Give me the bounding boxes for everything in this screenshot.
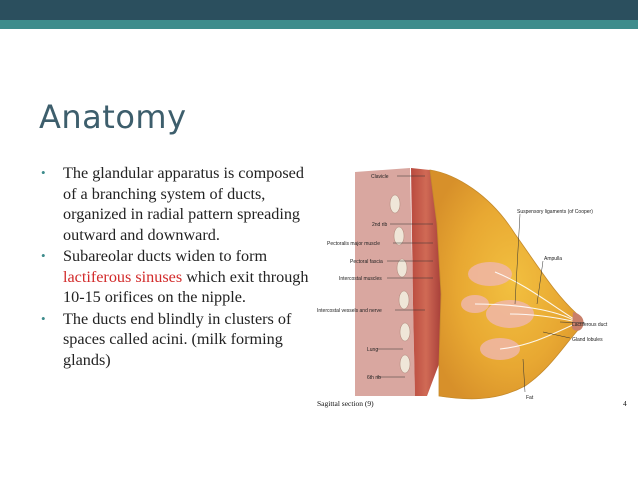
ribs: [389, 194, 411, 374]
bullet-icon: •: [41, 248, 46, 263]
breast-anatomy-figure: Clavicle 2nd rib Pectoralis major muscle…: [317, 168, 627, 408]
nipple: [572, 312, 584, 331]
breast-tissue: [429, 169, 580, 400]
chest-wall: [355, 168, 415, 396]
label-gland-lobules: Gland lobules: [572, 337, 603, 343]
label-intercostal-muscles: Intercostal muscles: [339, 276, 382, 282]
label-ampulla: Ampulla: [544, 256, 562, 262]
bullet-text: which exit through 10-15 orifices on the…: [63, 267, 309, 307]
figure-caption: Sagittal section (9): [317, 399, 374, 408]
bullet-text: The glandular apparatus is composed of a…: [63, 164, 304, 244]
label-lung: Lung: [367, 347, 378, 353]
figure-corner-mark: 4: [623, 399, 627, 408]
lactiferous-ducts: [474, 271, 578, 350]
bullet-list: • The glandular apparatus is composed of …: [39, 163, 319, 371]
highlighted-term: lactiferous sinuses: [63, 267, 183, 286]
bullet-item: • The ducts end blindly in clusters of sp…: [39, 309, 319, 371]
bullet-icon: •: [41, 310, 46, 326]
label-pectoral-fascia: Pectoral fascia: [350, 259, 383, 265]
label-cooper: Suspensory ligaments (of Cooper): [517, 209, 593, 215]
label-2nd-rib: 2nd rib: [372, 222, 388, 228]
label-pectoralis: Pectoralis major muscle: [327, 241, 380, 247]
label-lactiferous-duct: Lactiferous duct: [572, 322, 608, 328]
label-clavicle: Clavicle: [371, 174, 389, 180]
pectoral-muscle: [411, 168, 441, 396]
bullet-item: • The glandular apparatus is composed of …: [39, 163, 319, 245]
bullet-text: The ducts end blindly in clusters of spa…: [63, 309, 292, 369]
label-intercostal-vessels: Intercostal vessels and nerve: [317, 308, 382, 314]
label-fat: Fat: [526, 395, 534, 401]
slide-title: Anatomy: [39, 98, 187, 136]
header-bar-dark: [0, 0, 638, 20]
label-6th-rib: 6th rib: [367, 375, 381, 381]
bullet-item: • Subareolar ducts widen to form lactifer…: [39, 246, 319, 308]
bullet-icon: •: [41, 165, 46, 180]
bullet-text: Subareolar ducts widen to form: [63, 247, 268, 265]
leader-lines: [377, 175, 586, 393]
header-bar-teal: [0, 20, 638, 29]
